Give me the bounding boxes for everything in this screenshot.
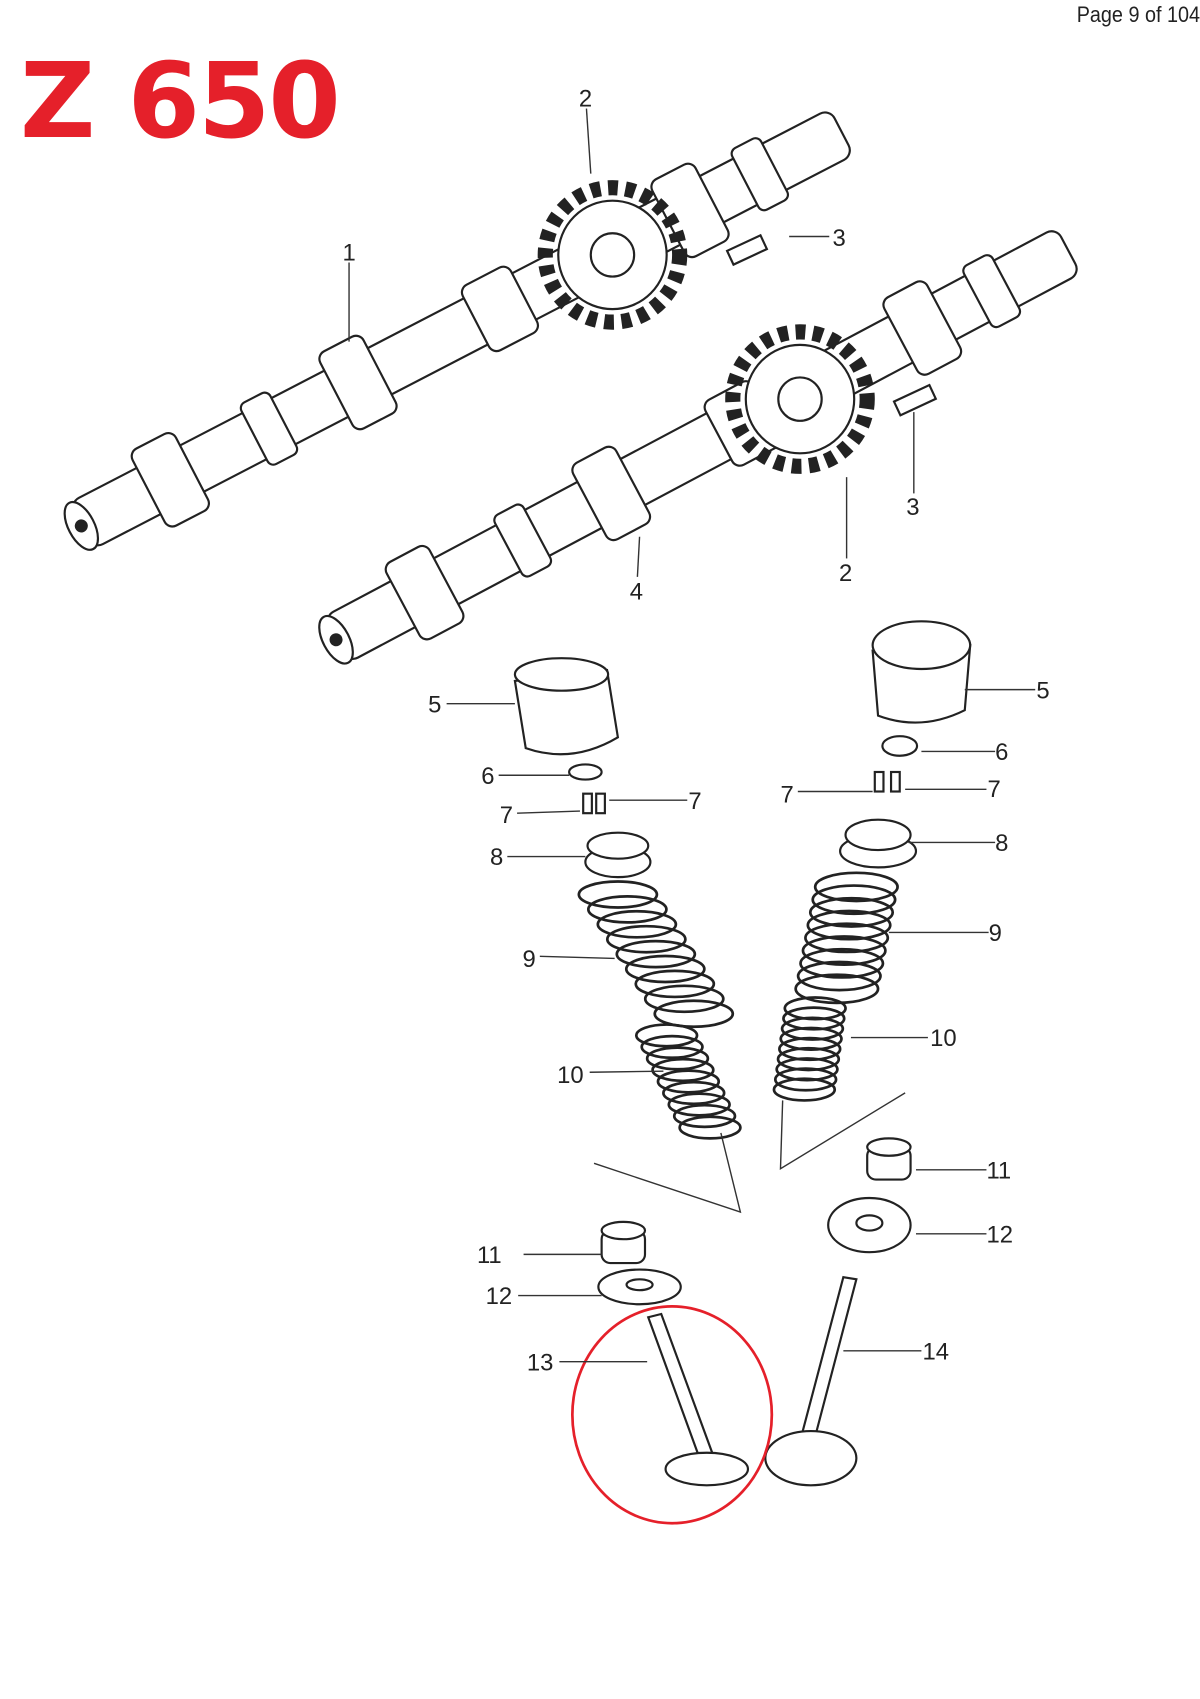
- callout-13: 13: [527, 1349, 554, 1376]
- highlight-circle: [571, 1305, 774, 1525]
- callout-12: 12: [986, 1221, 1013, 1248]
- spring-coil: [634, 969, 716, 999]
- inner-spring-right: [772, 996, 847, 1102]
- spring-coil: [577, 880, 659, 909]
- spring-coil: [813, 871, 899, 903]
- callout-10: 10: [930, 1025, 957, 1052]
- spring-coil: [615, 939, 697, 969]
- sprocket-upper: [537, 180, 688, 330]
- callout-5: 5: [428, 691, 441, 718]
- spring-coil: [806, 909, 892, 941]
- bolt-lower: [892, 383, 938, 417]
- retainer-left: [584, 831, 652, 879]
- page-indicator: Page 9 of 104: [1076, 2, 1200, 27]
- callout-8: 8: [490, 844, 503, 871]
- callout-7: 7: [688, 788, 701, 815]
- callout-5: 5: [1036, 677, 1049, 704]
- separator-left: [593, 1132, 742, 1214]
- valve-13: [646, 1312, 750, 1487]
- spring-coil: [651, 1057, 715, 1083]
- valve-14: [764, 1275, 858, 1487]
- camshaft-4: [318, 230, 1078, 665]
- callout-2: 2: [579, 85, 592, 112]
- spring-coil: [794, 973, 880, 1005]
- spring-coil: [801, 935, 887, 967]
- spring-coil: [640, 1034, 704, 1060]
- callout-2: 2: [839, 560, 852, 587]
- sprocket-lower: [725, 324, 875, 474]
- callout-7: 7: [988, 776, 1001, 803]
- callout-1: 1: [343, 239, 356, 266]
- keepers-left: [582, 792, 606, 815]
- spring-coil: [634, 1023, 699, 1048]
- stem-seal-left: [600, 1220, 647, 1265]
- spring-coil: [667, 1092, 731, 1117]
- callout-9: 9: [989, 920, 1002, 947]
- inner-spring-left: [634, 1023, 742, 1140]
- callout-3: 3: [833, 225, 846, 252]
- spring-coil: [804, 922, 890, 954]
- callout-7: 7: [500, 802, 513, 829]
- tappet-left: [513, 657, 620, 781]
- spring-coil: [624, 954, 706, 984]
- callout-3: 3: [906, 494, 919, 521]
- spring-seat-left: [597, 1268, 682, 1306]
- model-title: Z 650: [20, 40, 341, 162]
- spring-coil: [811, 884, 897, 916]
- spring-coil: [772, 1077, 837, 1102]
- valve-springs: [577, 871, 899, 1140]
- callout-11: 11: [986, 1157, 1011, 1184]
- callout-11: 11: [477, 1242, 502, 1269]
- spring-coil: [643, 984, 725, 1014]
- spring-coil: [773, 1067, 838, 1092]
- spring-coil: [586, 895, 668, 924]
- retainer-right: [839, 818, 918, 869]
- separator-right: [779, 1092, 906, 1171]
- spring-coil: [662, 1080, 726, 1106]
- spring-seat-right: [827, 1196, 912, 1254]
- spring-coil: [672, 1103, 737, 1129]
- leader-lines: [348, 108, 1036, 1363]
- spring-coil: [678, 1115, 742, 1140]
- callout-10: 10: [557, 1062, 584, 1089]
- callout-14: 14: [922, 1339, 949, 1366]
- spring-coil: [808, 896, 895, 928]
- spring-coil: [605, 924, 687, 954]
- spring-coil: [656, 1069, 721, 1094]
- callout-4: 4: [630, 579, 643, 606]
- tappet-right: [871, 620, 972, 757]
- callout-8: 8: [995, 830, 1008, 857]
- outer-spring-left: [577, 880, 735, 1029]
- callout-6: 6: [995, 739, 1008, 766]
- callout-6: 6: [481, 763, 494, 790]
- stem-seal-right: [866, 1137, 912, 1181]
- callout-7: 7: [780, 781, 793, 808]
- outer-spring-right: [794, 871, 899, 1005]
- callout-9: 9: [522, 946, 535, 973]
- callout-12: 12: [486, 1283, 513, 1310]
- keepers-right: [873, 770, 901, 793]
- spring-coil: [799, 947, 885, 979]
- spring-coil: [796, 960, 882, 992]
- spring-coil: [596, 909, 678, 939]
- bolt-upper: [725, 233, 769, 267]
- camshaft-1: [63, 111, 851, 551]
- spring-coil: [653, 999, 735, 1029]
- spring-coil: [645, 1046, 710, 1071]
